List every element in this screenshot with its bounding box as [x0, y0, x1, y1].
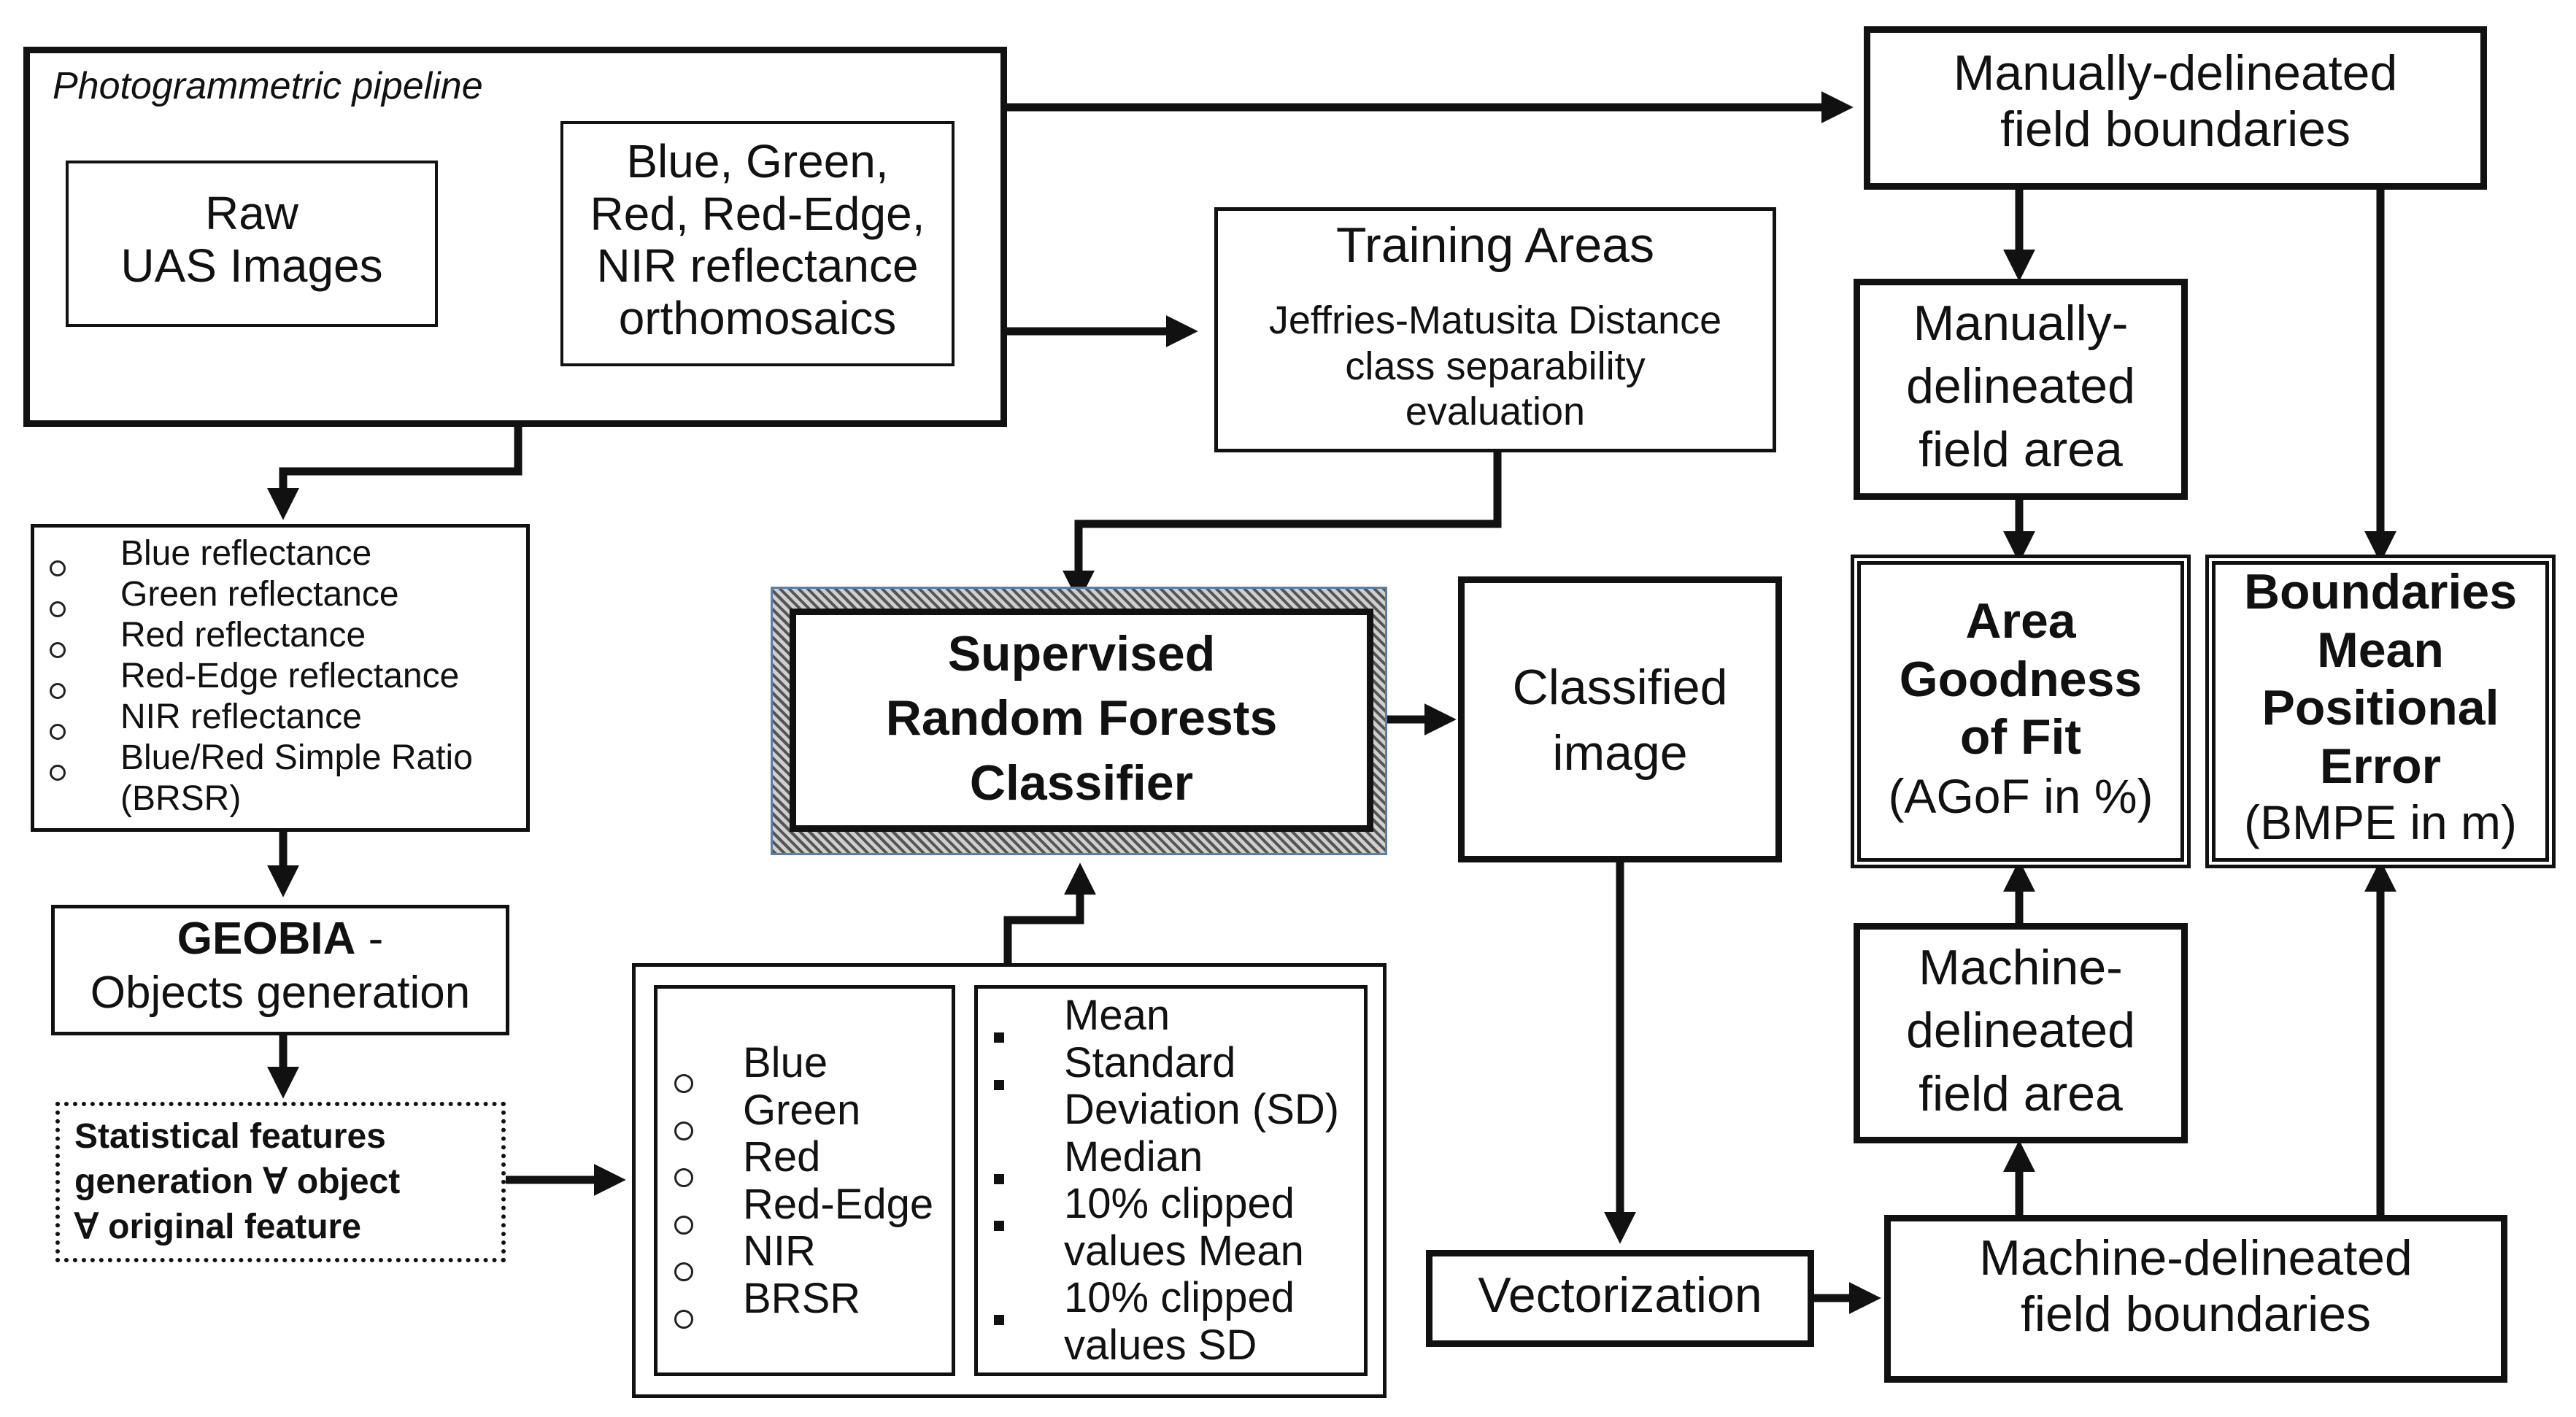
bmpe-unit: (BMPE in m)	[2243, 795, 2518, 849]
classified-image-label: Classified image	[1512, 660, 1728, 781]
agof-title: Area Goodness of Fit	[1899, 593, 2143, 765]
statistical-features-label: Statistical features generation ∀ object…	[74, 1117, 401, 1246]
band-item-blue: Blue	[674, 1039, 952, 1093]
feature-item-green: Green reflectance	[50, 574, 524, 617]
orthomosaics-label: Blue, Green, Red, Red-Edge, NIR reflecta…	[590, 135, 925, 345]
geobia-title: GEOBIA	[177, 914, 356, 964]
manual-area-box	[1854, 279, 2188, 500]
agof-unit: (AGoF in %)	[1888, 769, 2153, 823]
square-bullet-icon	[994, 1005, 1004, 1053]
classifier-box	[790, 609, 1373, 832]
band-item-red-edge: Red-Edge	[674, 1181, 952, 1235]
geobia-title-line: GEOBIA -	[51, 914, 509, 965]
classified-image-box	[1458, 576, 1782, 862]
feature-item-blue: Blue reflectance	[50, 533, 524, 576]
stat-item-median: Median	[994, 1133, 1366, 1184]
bmpe-box	[2205, 555, 2556, 868]
machine-boundaries-label: Machine-delineated field boundaries	[1979, 1230, 2413, 1342]
stat-item-clipped-sd: 10% clipped values SD	[994, 1274, 1366, 1369]
feature-item-nir: NIR reflectance	[50, 697, 524, 740]
manual-boundaries-box	[1864, 26, 2487, 190]
training-areas-title: Training Areas	[1336, 217, 1654, 273]
hollow-bullet-icon	[50, 545, 66, 586]
hollow-bullet-icon	[50, 586, 66, 627]
feature-item-brsr: Blue/Red Simple Ratio (BRSR)	[50, 738, 524, 819]
hollow-bullet-icon	[50, 668, 66, 708]
square-bullet-icon	[994, 1288, 1004, 1335]
bmpe-title: Boundaries Mean Positional Error	[2243, 564, 2518, 794]
machine-area-label: Machine- delineated field area	[1906, 940, 2135, 1121]
hollow-bullet-icon	[674, 1103, 693, 1151]
geobia-subtitle: Objects generation	[90, 968, 471, 1018]
arrow-training-to-classifier	[1063, 452, 1502, 603]
raw-uas-images-label: Raw UAS Images	[120, 187, 383, 293]
band-item-red: Red	[674, 1133, 952, 1187]
hollow-bullet-icon	[50, 627, 66, 668]
stat-item-mean: Mean	[994, 992, 1366, 1043]
square-bullet-icon	[994, 1053, 1004, 1100]
manual-area-label: Manually- delineated field area	[1906, 296, 2135, 477]
hollow-bullet-icon	[50, 749, 66, 790]
hollow-bullet-icon	[674, 1150, 693, 1197]
object-statistics-box	[974, 985, 1368, 1376]
input-features-box	[31, 524, 530, 832]
machine-area-box	[1854, 923, 2188, 1143]
hollow-bullet-icon	[674, 1197, 693, 1245]
hollow-bullet-icon	[674, 1244, 693, 1291]
classifier-label: Supervised Random Forests Classifier	[885, 626, 1278, 811]
geobia-title-dash: -	[355, 914, 384, 964]
object-bands-box	[654, 985, 955, 1376]
hollow-bullet-icon	[674, 1291, 693, 1339]
vectorization-box	[1426, 1250, 1814, 1347]
training-areas-box	[1214, 207, 1776, 452]
square-bullet-icon	[994, 1194, 1004, 1241]
agof-box	[1851, 555, 2191, 868]
statistical-features-box	[55, 1102, 506, 1262]
feature-item-red-edge: Red-Edge reflectance	[50, 656, 524, 699]
object-statistics-list: Mean Standard Deviation (SD) Median 10% …	[994, 992, 1366, 1369]
vectorization-label: Vectorization	[1478, 1267, 1762, 1323]
arrow-objects-to-classifier	[1003, 862, 1096, 963]
raw-uas-images-box	[66, 161, 438, 327]
band-item-green: Green	[674, 1086, 952, 1140]
manual-boundaries-label: Manually-delineated field boundaries	[1953, 45, 2398, 157]
square-bullet-icon	[994, 1147, 1004, 1194]
feature-item-red: Red reflectance	[50, 615, 524, 658]
geobia-box	[51, 905, 509, 1035]
band-item-brsr: BRSR	[674, 1275, 952, 1329]
band-item-nir: NIR	[674, 1227, 952, 1281]
input-features-list: Blue reflectance Green reflectance Red r…	[50, 533, 524, 819]
training-areas-detail: Jeffries-Matusita Distance class separab…	[1268, 298, 1722, 434]
machine-boundaries-box	[1884, 1215, 2507, 1383]
object-bands-list: Blue Green Red Red-Edge NIR BRSR	[674, 1039, 952, 1329]
orthomosaics-box	[560, 121, 955, 366]
arrow-pipeline-to-features	[267, 427, 522, 520]
hollow-bullet-icon	[674, 1056, 693, 1103]
hollow-bullet-icon	[50, 708, 66, 749]
stat-item-sd: Standard Deviation (SD)	[994, 1039, 1366, 1134]
photogrammetric-pipeline-title: Photogrammetric pipeline	[53, 65, 483, 107]
stat-item-clipped-mean: 10% clipped values Mean	[994, 1180, 1366, 1275]
